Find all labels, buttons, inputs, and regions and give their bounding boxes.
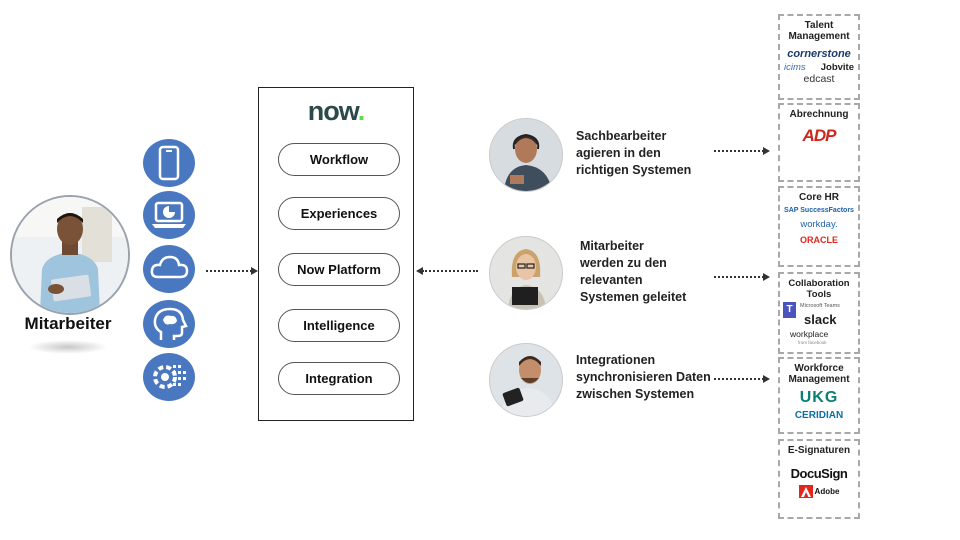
cloud-icon: [143, 245, 195, 293]
category-title-line: Collaboration: [788, 278, 850, 289]
brand-ceridian: CERIDIAN: [794, 410, 844, 421]
now-platform-box: now. Workflow Experiences Now Platform I…: [258, 87, 414, 421]
brand-sap-successfactors: SAP SuccessFactors: [784, 207, 854, 214]
category-title-line: Workforce: [794, 363, 844, 374]
category-title: E-Signaturen: [780, 441, 858, 456]
brand-ukg: UKG: [799, 389, 839, 406]
arrowhead: [763, 273, 770, 281]
laptop-chart-icon: [143, 191, 195, 239]
brand-cornerstone: cornerstone: [787, 48, 851, 60]
category-title: Collaboration Tools: [780, 274, 858, 300]
category-core-hr: Core HR SAP SuccessFactors workday. ORAC…: [778, 186, 860, 267]
agent-text-line: richtigen Systemen: [576, 163, 692, 177]
connector-arrow: [422, 270, 478, 272]
smartphone-icon: [143, 139, 195, 187]
agent-text-line: Sachbearbeiter: [576, 129, 667, 143]
employee-shadow: [28, 340, 108, 354]
category-title-line: Tools: [806, 289, 832, 300]
brand-workplace: workplace: [790, 329, 829, 339]
brand-adp: ADP: [802, 126, 837, 145]
category-title-line: Management: [788, 374, 850, 385]
connector-arrow: [206, 270, 252, 272]
category-title-line: E-Signaturen: [787, 445, 851, 456]
category-title-line: Management: [788, 31, 850, 42]
category-abrechnung: Abrechnung ADP: [778, 103, 860, 182]
brand-microsoft-teams: Microsoft Teams: [800, 303, 840, 309]
now-logo-text: now.: [307, 96, 365, 126]
agent-text-line: agieren in den: [576, 146, 661, 160]
brand-jobvite: Jobvite: [820, 62, 854, 73]
brand-icims: icims: [784, 62, 806, 73]
category-title: Abrechnung: [780, 105, 858, 120]
pill-workflow[interactable]: Workflow: [278, 143, 400, 176]
category-talent-management: Talent Management cornerstone icims Jobv…: [778, 14, 860, 100]
agent-text-line: Mitarbeiter: [580, 239, 644, 253]
agent-text-line: zwischen Systemen: [576, 387, 695, 401]
category-title: Core HR: [780, 188, 858, 203]
brain-head-icon: [143, 300, 195, 348]
category-collaboration-tools: Collaboration Tools T Microsoft Teams sl…: [778, 272, 860, 354]
teams-icon: T: [783, 302, 796, 318]
category-workforce-management: Workforce Management UKG CERIDIAN: [778, 357, 860, 434]
arrowhead: [416, 267, 423, 275]
brand-slack: slack: [804, 312, 837, 327]
category-title-line: Core HR: [798, 192, 839, 203]
ai-gear-icon: [143, 353, 195, 401]
now-logo-dot: .: [357, 96, 365, 126]
agent-text-line: relevanten: [580, 273, 643, 287]
connector-arrow: [714, 378, 764, 380]
agent-text-line: Integrationen: [576, 353, 656, 367]
adobe-icon: [798, 485, 813, 498]
pill-now-platform[interactable]: Now Platform: [278, 253, 400, 286]
category-title-line: Abrechnung: [789, 109, 849, 120]
brand-workday: workday.: [800, 219, 838, 230]
brand-workplace-sub: from facebook: [798, 340, 827, 345]
pill-experiences[interactable]: Experiences: [278, 197, 400, 230]
category-title-line: Talent: [804, 20, 834, 31]
agent-photo-2: [489, 236, 563, 310]
arrowhead: [763, 147, 770, 155]
employee-photo: [10, 195, 130, 315]
brand-docusign: DocuSign: [790, 466, 848, 481]
brand-edcast: edcast: [803, 73, 835, 85]
arrowhead: [251, 267, 258, 275]
now-logo: now.: [259, 96, 413, 127]
category-title: Talent Management: [780, 16, 858, 42]
agent-text-2: Mitarbeiter werden zu den relevanten Sys…: [580, 238, 686, 306]
connector-arrow: [714, 276, 764, 278]
employee-label: Mitarbeiter: [24, 314, 112, 333]
agent-photo-1: [489, 118, 563, 192]
agent-text-1: Sachbearbeiter agieren in den richtigen …: [576, 128, 691, 179]
brand-adobe: Adobe: [814, 487, 840, 496]
agent-text-line: synchronisieren Daten: [576, 370, 711, 384]
agent-photo-3: [489, 343, 563, 417]
brand-oracle: ORACLE: [800, 235, 838, 245]
connector-arrow: [714, 150, 764, 152]
category-e-signaturen: E-Signaturen DocuSign Adobe: [778, 439, 860, 519]
arrowhead: [763, 375, 770, 383]
agent-text-line: werden zu den: [580, 256, 667, 270]
agent-text-3: Integrationen synchronisieren Daten zwis…: [576, 352, 711, 403]
category-title: Workforce Management: [780, 359, 858, 385]
pill-intelligence[interactable]: Intelligence: [278, 309, 400, 342]
agent-text-line: Systemen geleitet: [580, 290, 687, 304]
pill-integration[interactable]: Integration: [278, 362, 400, 395]
